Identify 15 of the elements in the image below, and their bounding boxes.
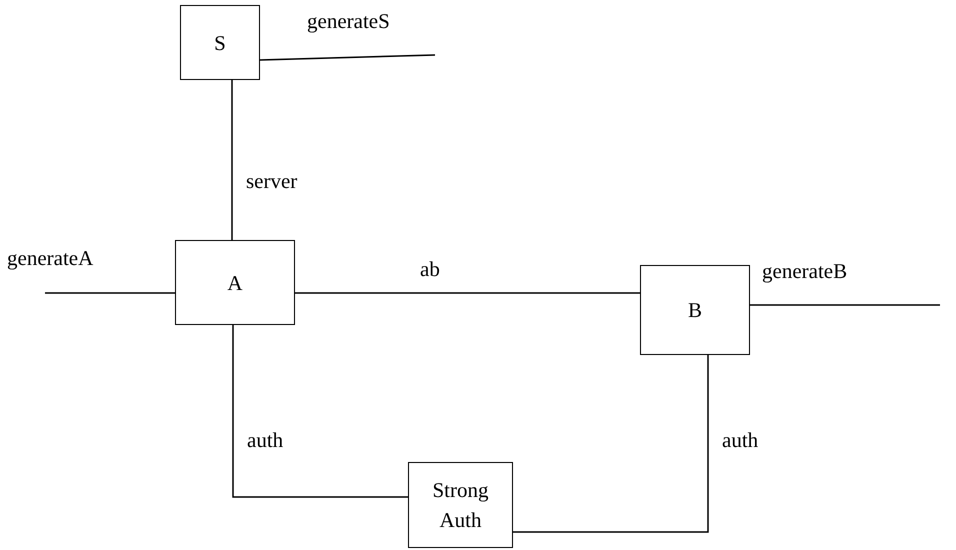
connector-line [232, 325, 408, 498]
process-box [180, 5, 260, 80]
connector-line [260, 54, 436, 61]
process-box [408, 462, 513, 548]
connector-line [295, 292, 640, 294]
node-label: A [226, 270, 244, 296]
node-label: Strong Auth [431, 477, 490, 534]
connector-line [750, 304, 940, 306]
process-box [640, 265, 750, 355]
process-box [175, 240, 295, 325]
node-label: B [686, 297, 703, 324]
connector-line [45, 292, 175, 294]
connector-line [231, 80, 233, 240]
connector-line [513, 355, 709, 533]
node-label: S [213, 30, 227, 56]
